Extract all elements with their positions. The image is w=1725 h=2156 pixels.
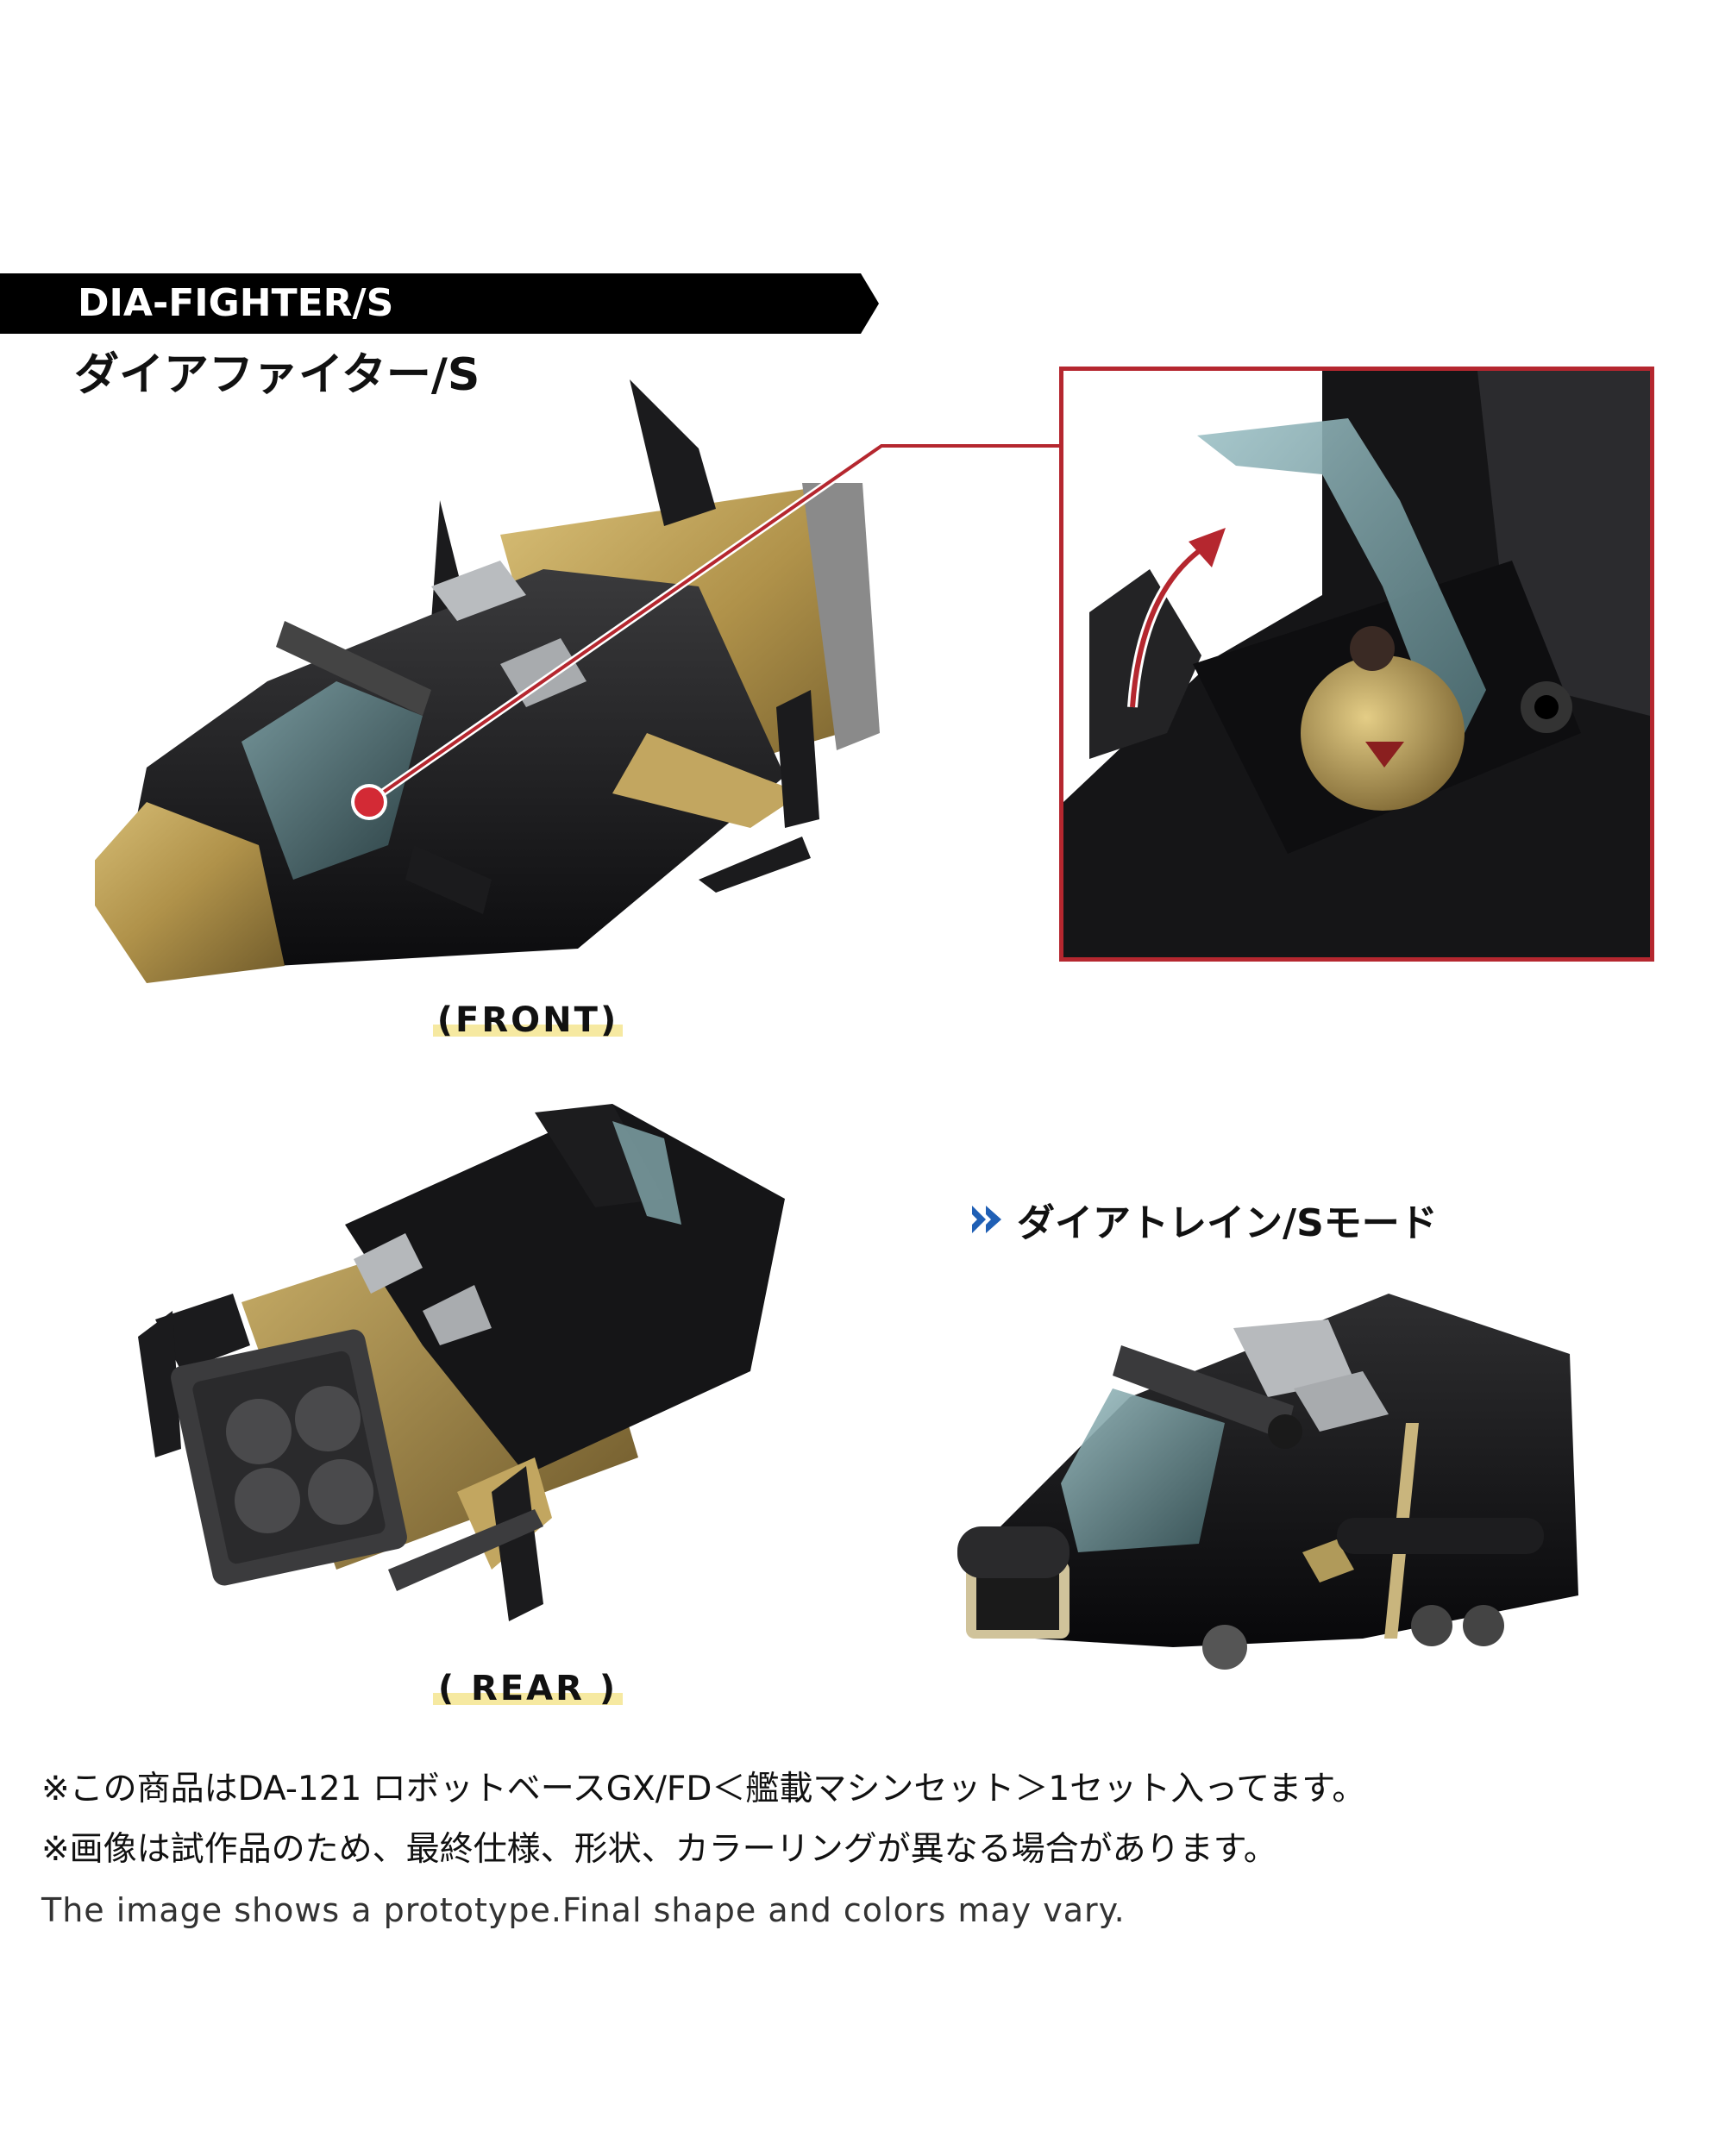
cockpit-detail-inset — [1059, 367, 1654, 962]
label-highlight — [433, 1693, 623, 1705]
product-name-jp: ダイアファイター/S — [74, 349, 480, 401]
rear-view-photo — [129, 1087, 906, 1647]
rear-label: ( REAR ) — [398, 1669, 657, 1708]
curved-arrow-up-icon — [1127, 528, 1226, 708]
double-chevron-right-icon — [972, 1206, 1001, 1233]
train-mode-text: ダイアトレイン/Sモード — [1017, 1201, 1438, 1245]
disclaimer-notes: ※この商品はDA-121 ロボットベースGX/FD＜艦載マシンセット＞1セット入… — [41, 1759, 1365, 1940]
banner-title: DIA-FIGHTER/S — [78, 281, 394, 325]
note-prototype-jp: ※画像は試作品のため、最終仕様、形状、カラーリングが異なる場合があります。 — [41, 1830, 1277, 1869]
note-prototype-en: The image shows a prototype.Final shape … — [41, 1891, 1126, 1929]
train-mode-label: ダイアトレイン/Sモード — [970, 1192, 1438, 1247]
banner-arrow-shape — [0, 273, 879, 334]
label-highlight — [433, 1025, 623, 1037]
note-set-contents: ※この商品はDA-121 ロボットベースGX/FD＜艦載マシンセット＞1セット入… — [41, 1770, 1366, 1808]
train-mode-photo — [949, 1268, 1604, 1673]
callout-line — [351, 442, 1061, 820]
front-view-photo — [78, 362, 957, 983]
title-banner: DIA-FIGHTER/S — [0, 273, 880, 334]
front-label: (FRONT) — [398, 1000, 657, 1040]
